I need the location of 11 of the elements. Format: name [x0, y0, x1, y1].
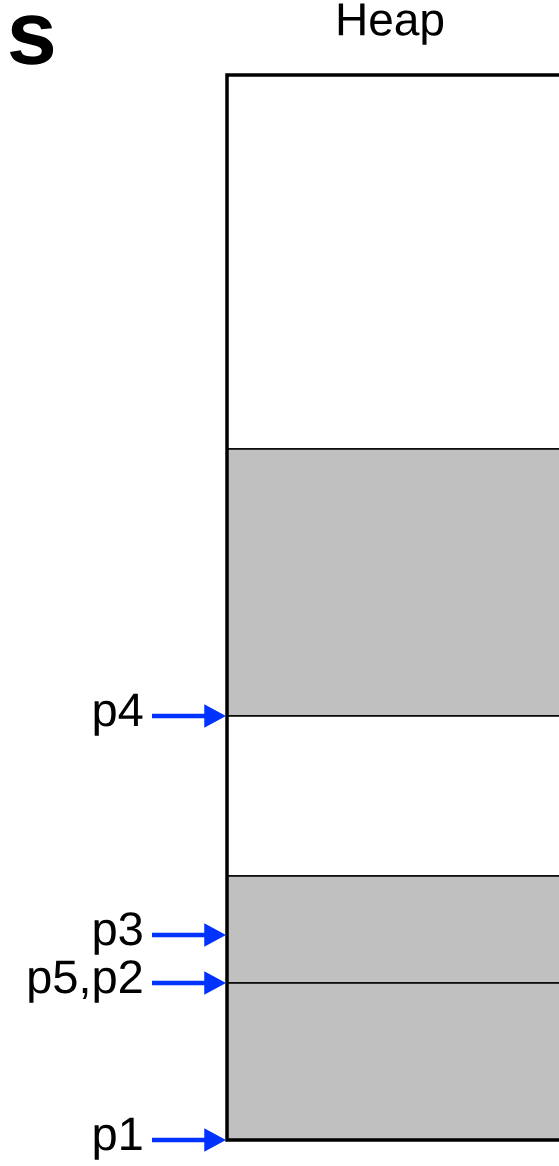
- memory-block: [226, 875, 559, 984]
- pointer-label: p5,p2: [29, 960, 142, 1003]
- pointer-label: p4: [94, 693, 143, 736]
- node-label: Heap: [338, 3, 444, 45]
- memory-block: [226, 448, 559, 717]
- pointer-label: p3: [94, 912, 142, 955]
- memory-block: [226, 715, 559, 877]
- title: s: [9, 15, 54, 65]
- heap-column: Heap: [225, 3, 559, 1142]
- memory-block: [226, 982, 559, 1141]
- pointer-label: p1: [94, 1117, 142, 1160]
